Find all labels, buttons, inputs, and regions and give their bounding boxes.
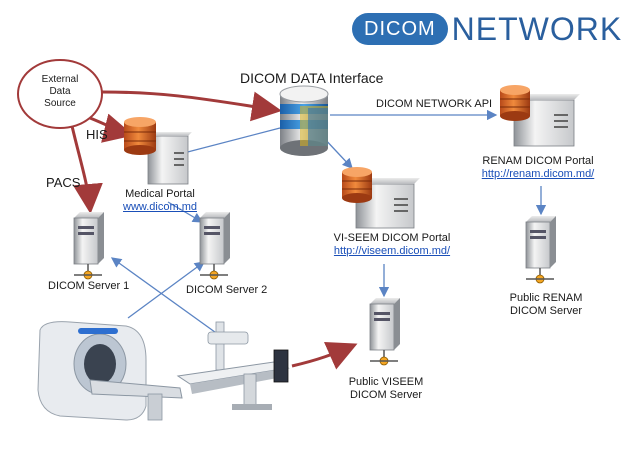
database-icon xyxy=(124,117,156,155)
line-interface-to-medical xyxy=(174,127,281,158)
server-icon xyxy=(199,212,230,280)
logo-word: NETWORK xyxy=(451,10,623,47)
renam-portal-link[interactable]: http://renam.dicom.md/ xyxy=(481,168,595,180)
line-mri-to-server2 xyxy=(127,261,206,319)
dicom-server-1-label: DICOM Server 1 xyxy=(48,280,130,292)
pacs-label: PACS xyxy=(46,175,81,190)
x-ray-machine-icon xyxy=(176,321,290,410)
public-viseem-label: Public VISEEM DICOM Server xyxy=(348,376,424,401)
renam-portal-label: RENAM DICOM Portal http://renam.dicom.md… xyxy=(482,155,595,181)
renam-portal-title: RENAM DICOM Portal xyxy=(482,155,594,167)
arrow-xray-to-viseem xyxy=(291,342,358,370)
arrow-external-to-pacs xyxy=(70,125,103,214)
dicom-network-logo: DICOM NETWORK xyxy=(352,10,623,47)
database-icon xyxy=(342,167,372,203)
server-icon xyxy=(525,216,556,284)
server-icon xyxy=(147,132,192,185)
database-icon xyxy=(279,85,329,156)
dicom-data-interface-label: DICOM DATA Interface xyxy=(240,70,384,86)
medical-portal-label: Medical Portal www.dicom.md xyxy=(123,188,197,214)
server-icon xyxy=(369,298,400,366)
external-data-source-node xyxy=(17,59,103,129)
viseem-portal-link[interactable]: http://viseem.dicom.md/ xyxy=(333,245,451,257)
dicom-network-api-label: DICOM NETWORK API xyxy=(376,98,493,110)
medical-portal-title: Medical Portal xyxy=(125,188,195,200)
viseem-portal-label: VI-SEEM DICOM Portal http://viseem.dicom… xyxy=(334,232,451,258)
line-medical-to-server2 xyxy=(167,201,204,223)
his-label: HIS xyxy=(86,127,108,142)
database-icon xyxy=(500,85,530,121)
arrow-external-to-interface xyxy=(101,90,282,122)
public-renam-label: Public RENAM DICOM Server xyxy=(509,292,583,317)
viseem-portal-title: VI-SEEM DICOM Portal xyxy=(333,232,451,244)
logo-badge: DICOM xyxy=(352,13,448,45)
dicom-server-2-label: DICOM Server 2 xyxy=(186,284,268,296)
medical-portal-link[interactable]: www.dicom.md xyxy=(123,201,197,213)
external-data-source-label: External Data Source xyxy=(41,74,79,109)
server-icon xyxy=(73,212,104,280)
mri-scanner-icon xyxy=(37,321,183,421)
line-xray-to-server1 xyxy=(110,257,227,341)
